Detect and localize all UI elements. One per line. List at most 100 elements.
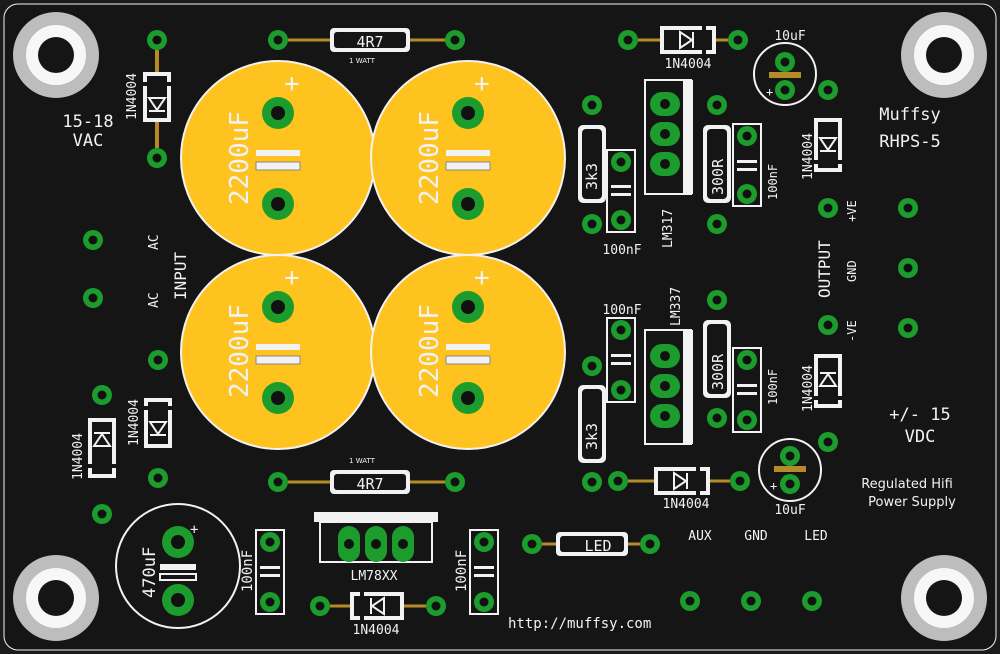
ac-input-pad-2[interactable] [83, 288, 103, 308]
output-pad-gnd[interactable] [898, 258, 918, 278]
capacitor-10uf-top-value: 10uF [774, 29, 805, 44]
capacitor-100nf-mid-b-value: 100nF [766, 369, 780, 405]
resistor-3k3-top-value: 3k3 [583, 163, 601, 190]
output-label: OUTPUT [815, 240, 834, 298]
output-pad-neg[interactable] [898, 318, 918, 338]
capacitor-2200uf-1-value: 2200uF [225, 111, 255, 205]
resistor-4r7-bottom-value: 4R7 [356, 475, 383, 493]
resistor-3k3-top [578, 95, 606, 234]
description-line1: Regulated Hifi [861, 477, 953, 492]
capacitor-100nf-mid-a [606, 317, 636, 403]
resistor-300r-top [703, 95, 731, 234]
diode-d5 [814, 80, 842, 218]
output-gnd-label: GND [845, 260, 859, 282]
diode-d6 [814, 315, 842, 452]
capacitor-2200uf-1: + [180, 60, 376, 256]
output-pos-label: +VE [845, 200, 859, 222]
aux-gnd-label: GND [744, 529, 768, 544]
svg-text:+: + [284, 69, 300, 99]
svg-text:+: + [770, 479, 777, 493]
capacitor-470uf: + [115, 503, 241, 629]
diode-d4 [618, 26, 748, 54]
capacitor-2200uf-3: + [180, 254, 376, 450]
brand-name: Muffsy [879, 105, 940, 125]
resistor-4r7-top-value: 4R7 [356, 33, 383, 51]
capacitor-100nf-bottom-b [469, 529, 499, 615]
diode-d2-label: 1N4004 [127, 399, 142, 446]
diode-d8-label: 1N4004 [353, 623, 400, 638]
output-pad-pos[interactable] [898, 198, 918, 218]
mount-hole-top-right [901, 12, 987, 98]
resistor-4r7-bottom-rating: 1 WATT [349, 457, 376, 465]
input-voltage-value: 15-18 [62, 112, 113, 132]
capacitor-10uf-bottom-value: 10uF [774, 503, 805, 518]
aux-pad[interactable] [680, 591, 700, 611]
svg-text:+: + [284, 263, 300, 293]
resistor-300r-top-value: 300R [709, 158, 727, 195]
diode-d7 [608, 467, 750, 495]
regulator-lm78xx [314, 512, 438, 563]
diode-d6-label: 1N4004 [801, 365, 816, 412]
resistor-3k3-bottom-value: 3k3 [583, 423, 601, 450]
website-url: http://muffsy.com [508, 616, 652, 632]
diode-d4-label: 1N4004 [665, 57, 712, 72]
svg-text:+: + [474, 263, 490, 293]
diode-d7-label: 1N4004 [663, 497, 710, 512]
ac-label-2: AC [147, 292, 162, 308]
led-pad[interactable] [802, 591, 822, 611]
mount-hole-top-left [13, 12, 99, 98]
mount-hole-bottom-right [901, 555, 987, 641]
capacitor-100nf-top-b [732, 123, 762, 207]
capacitor-100nf-bottom-b-value: 100nF [454, 550, 470, 592]
diode-d5-label: 1N4004 [801, 133, 816, 180]
resistor-4r7-top-rating: 1 WATT [349, 57, 376, 65]
led-label: LED [804, 529, 828, 544]
capacitor-100nf-top-a-value: 100nF [602, 243, 641, 258]
svg-text:+: + [474, 69, 490, 99]
mount-hole-bottom-left [13, 555, 99, 641]
capacitor-2200uf-2: + [370, 60, 566, 256]
regulator-lm317 [644, 79, 693, 195]
regulator-lm337-label: LM337 [669, 287, 684, 326]
capacitor-2200uf-4-value: 2200uF [415, 304, 445, 398]
capacitor-2200uf-3-value: 2200uF [225, 304, 255, 398]
capacitor-100nf-mid-b [732, 347, 762, 433]
aux-label: AUX [688, 529, 712, 544]
diode-d2 [144, 350, 172, 488]
diode-d1 [143, 30, 171, 168]
diode-d3 [88, 385, 116, 524]
regulator-lm78xx-label: LM78XX [351, 569, 398, 584]
resistor-300r-bottom-value: 300R [709, 353, 727, 390]
svg-text:+: + [190, 522, 198, 538]
diode-d1-label: 1N4004 [125, 73, 140, 120]
capacitor-10uf-bottom: + [758, 438, 822, 502]
resistor-4r7-top [268, 28, 465, 52]
input-voltage-unit: VAC [73, 131, 104, 151]
capacitor-2200uf-2-value: 2200uF [415, 111, 445, 205]
capacitor-100nf-top-b-value: 100nF [766, 164, 780, 200]
regulator-lm337 [644, 329, 693, 445]
capacitor-100nf-bottom-a [255, 529, 285, 615]
aux-gnd-pad[interactable] [741, 591, 761, 611]
output-voltage-value: +/- 15 [889, 405, 950, 425]
output-voltage-unit: VDC [905, 427, 936, 447]
svg-text:+: + [766, 85, 773, 99]
resistor-led [522, 532, 660, 556]
capacitor-100nf-top-a [606, 149, 636, 233]
description-line2: Power Supply [868, 495, 956, 510]
capacitor-2200uf-4: + [370, 254, 566, 450]
capacitor-470uf-value: 470uF [140, 547, 160, 598]
input-label: INPUT [171, 251, 190, 300]
resistor-4r7-bottom [268, 470, 465, 494]
capacitor-100nf-mid-a-value: 100nF [602, 303, 641, 318]
model-name: RHPS-5 [879, 132, 940, 152]
diode-d3-label: 1N4004 [71, 433, 86, 480]
resistor-3k3-bottom [578, 356, 606, 492]
regulator-lm317-label: LM317 [661, 209, 676, 248]
ac-label-1: AC [147, 234, 162, 250]
output-neg-label: -VE [845, 320, 859, 342]
capacitor-10uf-top: + [753, 42, 817, 106]
ac-input-pad-1[interactable] [83, 230, 103, 250]
capacitor-100nf-bottom-a-value: 100nF [240, 550, 256, 592]
